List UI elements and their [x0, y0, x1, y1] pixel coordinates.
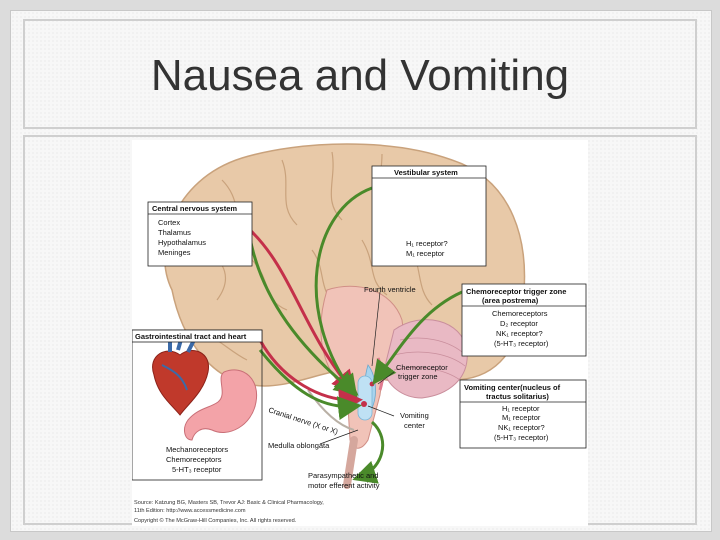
cns-item: Hypothalamus — [158, 238, 206, 247]
ctz-subheader: (area postrema) — [482, 296, 539, 305]
vestibular-box: Vestibular system H₁ receptor? M₁ recept… — [371, 165, 487, 267]
vomiting-center-box: Vomiting center(nucleus of tractus solit… — [459, 379, 587, 449]
vomiting-center-dot — [361, 401, 367, 407]
gi-item: 5-HT₃ receptor — [172, 465, 222, 474]
heart-vein — [161, 364, 188, 391]
fourth-ventricle-label: Fourth ventricle — [364, 285, 416, 294]
spinal-cord-shape — [343, 436, 358, 489]
gi-heart-illustration — [152, 335, 258, 441]
cns-item: Cortex — [158, 218, 180, 227]
efferent-arrow — [352, 420, 385, 484]
pathway-arrows — [248, 186, 463, 484]
vestibular-header: Vestibular system — [394, 168, 458, 177]
cranial-nerve-label: Cranial nerve (X or X) — [267, 405, 339, 436]
vomiting-center-label: Vomiting — [400, 411, 429, 420]
title-frame: Nausea and Vomiting — [23, 19, 697, 129]
pathway-diagram: Central nervous system Cortex Thalamus H… — [131, 143, 587, 524]
ctz-dot — [369, 381, 375, 387]
gi-arrow-green — [258, 349, 362, 421]
vestibular-item: H₁ receptor? — [406, 239, 448, 248]
gi-item: Chemoreceptors — [166, 455, 222, 464]
slide-title: Nausea and Vomiting — [150, 51, 570, 100]
gi-box: Gastrointestinal tract and heart Mechano… — [131, 329, 263, 481]
ctz-item: (5-HT₃ receptor) — [494, 339, 549, 348]
efferent-label-2: motor efferent activity — [308, 481, 380, 490]
ctz-item: Chemoreceptors — [492, 309, 548, 318]
vc-item: NK₁ receptor? — [498, 423, 545, 432]
cns-item: Thalamus — [158, 228, 191, 237]
medulla-highlight — [357, 375, 373, 421]
ctz-box: Chemoreceptor trigger zone (area postrem… — [461, 283, 587, 357]
gi-header: Gastrointestinal tract and heart — [135, 332, 247, 341]
brainstem-shape — [320, 285, 404, 449]
copyright-line: Copyright © The McGraw-Hill Companies, I… — [134, 517, 297, 524]
leader-lines — [319, 291, 395, 445]
ctz-label-2: trigger zone — [398, 372, 438, 381]
ctz-label: Chemoreceptor — [396, 363, 448, 372]
efferent-label: Parasympathetic and — [308, 471, 378, 480]
source-line: Source: Katzung BG, Masters SB, Trevor A… — [134, 500, 324, 506]
cns-header: Central nervous system — [152, 204, 237, 213]
cranial-nerve-line — [307, 389, 355, 431]
ctz-item: D₂ receptor — [500, 319, 538, 328]
nausea-vomiting-figure: Central nervous system Cortex Thalamus H… — [131, 140, 588, 526]
vomiting-center-label-2: center — [404, 421, 425, 430]
ctz-item: NK₁ receptor? — [496, 329, 543, 338]
vc-subheader: tractus solitarius) — [486, 392, 549, 401]
vestibular-item: M₁ receptor — [406, 249, 445, 258]
cns-arrow-red — [248, 228, 356, 395]
vc-header: Vomiting center(nucleus of — [464, 383, 561, 392]
cerebellum-shape — [383, 319, 468, 399]
ctz-arrow — [372, 290, 463, 385]
source-url: 11th Edition: http://www.accessmedicine.… — [134, 508, 246, 514]
gi-item: Mechanoreceptors — [166, 445, 228, 454]
ctz-header: Chemoreceptor trigger zone — [466, 287, 566, 296]
cns-item: Meninges — [158, 248, 191, 257]
vc-item: M₁ receptor — [502, 413, 541, 422]
stomach-shape — [184, 369, 258, 441]
cns-box: Central nervous system Cortex Thalamus H… — [147, 201, 253, 267]
medulla-label: Medulla oblongata — [268, 441, 330, 450]
heart-shape — [152, 350, 209, 416]
vc-item: H₁ receptor — [502, 404, 540, 413]
vestibular-arrow — [314, 186, 373, 399]
vc-item: (5-HT₃ receptor) — [494, 433, 549, 442]
